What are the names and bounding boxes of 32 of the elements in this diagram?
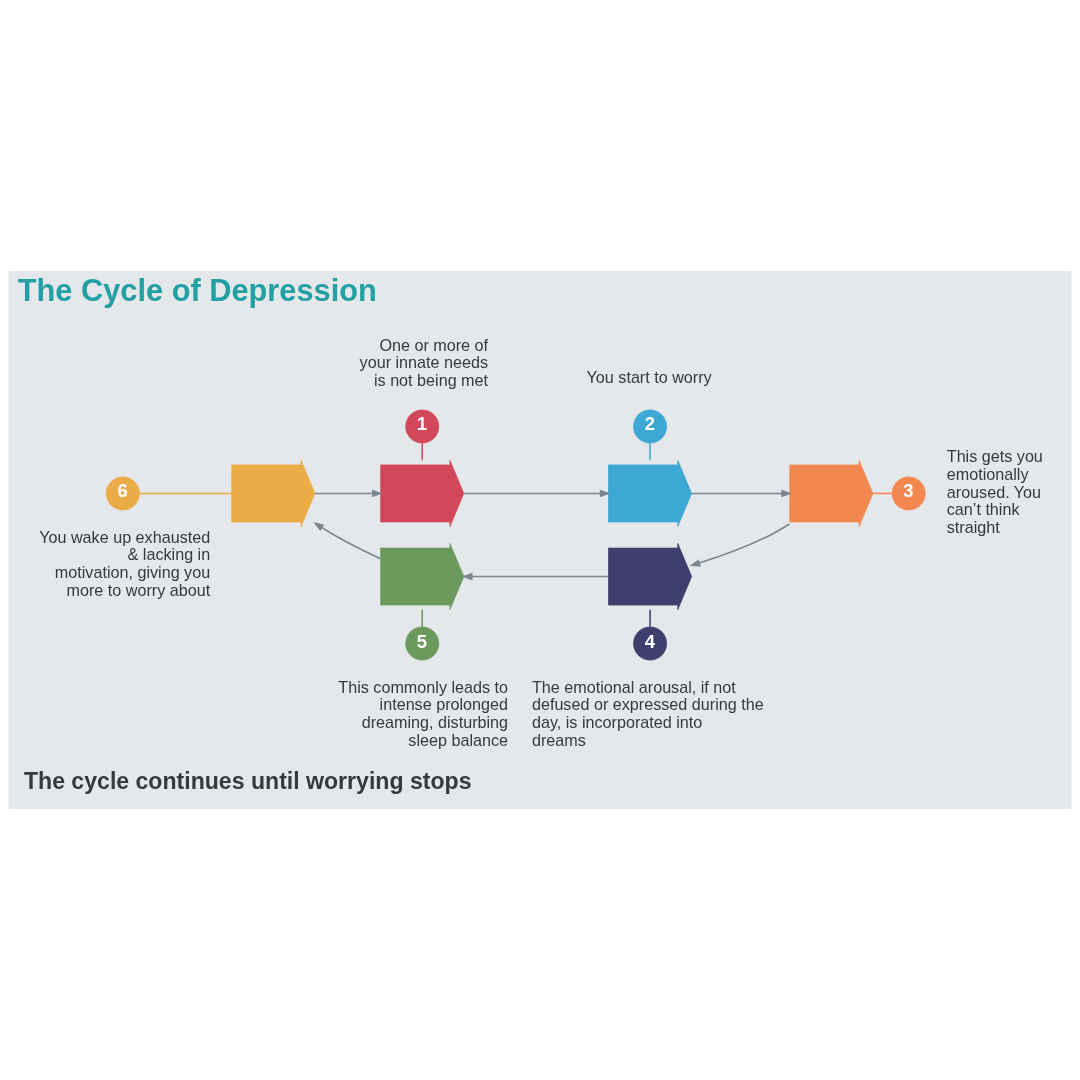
connector — [421, 442, 423, 461]
node-label: This commonly leads to intense prolonged dreaming, disturbing sleep balance — [338, 677, 509, 749]
connector — [421, 608, 423, 628]
node-label: One or more of your innate needs is not being met — [359, 335, 489, 389]
arrow — [313, 521, 382, 560]
connector — [649, 442, 651, 461]
node-label: You start to worry — [586, 367, 712, 386]
arrow — [463, 489, 611, 498]
diagram-title: The Cycle of Depression — [17, 273, 377, 309]
connector — [649, 608, 651, 628]
node-circle: 6 — [105, 476, 140, 511]
arrow — [689, 523, 791, 567]
node-arrow — [231, 459, 316, 527]
node-label: This gets you emotionally aroused. You can’t think straight — [946, 447, 1043, 536]
arrow — [461, 572, 609, 581]
node-label: You wake up exhausted & lacking in motivation, giving you more to worry about — [39, 527, 211, 599]
node-arrow — [380, 459, 465, 527]
connector — [872, 492, 893, 495]
node-arrow — [608, 459, 692, 527]
node-label: The emotional arousal, if not defused or expressed during the day, is incorporated into dreams — [531, 677, 764, 749]
node-circle: 4 — [633, 626, 667, 661]
node-circle: 5 — [405, 626, 440, 661]
caption: The cycle continues until worrying stops — [23, 767, 472, 794]
node-arrow — [608, 543, 692, 611]
node-circle: 1 — [405, 409, 440, 444]
node-circle: 3 — [891, 476, 926, 511]
node-circle: 2 — [633, 409, 667, 444]
connector — [138, 492, 233, 495]
node-arrow — [789, 459, 874, 527]
arrow — [691, 489, 793, 498]
node-arrow — [380, 543, 465, 611]
arrow — [314, 489, 383, 498]
